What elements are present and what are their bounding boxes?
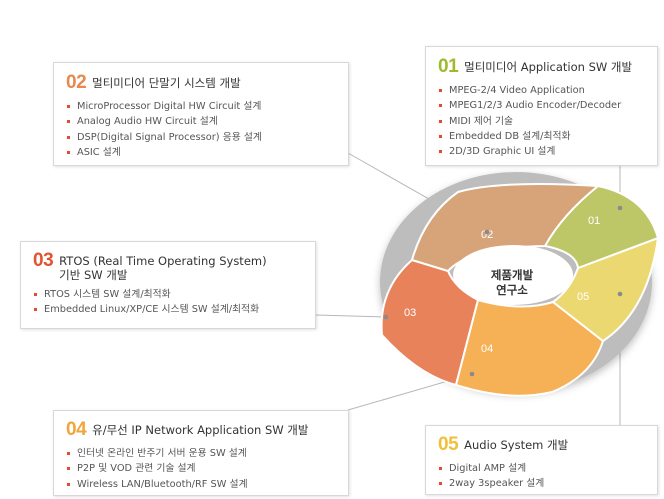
connector-03 [315, 314, 387, 318]
bullet-icon [439, 150, 442, 154]
box-number-03: 03 [33, 250, 54, 271]
bullet-icon [67, 105, 70, 108]
box-list-02: MicroProcessor Digital HW Circuit 설계 Ana… [66, 99, 338, 160]
bullet-icon [34, 293, 37, 296]
segment-label-03: 03 [404, 307, 416, 319]
box-list-05: Digital AMP 설계 2way 3speaker 설계 [438, 461, 649, 492]
connector-dots [383, 205, 623, 377]
box-title-02: 멀티미디어 단말기 시스템 개발 [92, 76, 241, 90]
bullet-icon [439, 119, 442, 123]
center-label-line1: 제품개발 [491, 268, 534, 282]
list-item: P2P 및 VOD 관련 기술 설계 [66, 461, 340, 476]
list-item: MPEG-2/4 Video Application [438, 83, 651, 98]
box-01: 01 멀티미디어 Application SW 개발 MPEG-2/4 Vide… [425, 46, 658, 166]
bullet-icon [67, 467, 70, 471]
list-item: Embedded DB 설계/최적화 [438, 129, 651, 144]
list-item: Digital AMP 설계 [438, 461, 649, 476]
box-number-05: 05 [438, 434, 459, 455]
list-item: MIDI 제어 기술 [438, 114, 651, 129]
bullet-icon [67, 452, 70, 455]
disc-center [453, 245, 573, 305]
list-item: 인터넷 온라인 반주기 서버 운용 SW 설계 [66, 446, 340, 461]
box-title-05: Audio System 개발 [464, 438, 569, 452]
list-item: Analog Audio HW Circuit 설계 [66, 114, 338, 129]
center-label-line2: 연구소 [496, 283, 528, 297]
box-03: 03 RTOS (Real Time Operating System) 기반 … [20, 241, 316, 329]
box-number-01: 01 [438, 56, 459, 77]
box-title-01: 멀티미디어 Application SW 개발 [464, 60, 633, 74]
box-title-04: 유/무선 IP Network Application SW 개발 [92, 423, 309, 437]
disc-segments [380, 183, 660, 397]
bullet-icon [439, 89, 442, 92]
box-05: 05 Audio System 개발 Digital AMP 설계 2way 3… [425, 425, 658, 495]
bullet-icon [67, 482, 70, 486]
bullet-icon [67, 150, 70, 154]
bullet-icon [67, 120, 70, 124]
box-list-03: RTOS 시스템 SW 설계/최적화 Embedded Linux/XP/CE … [33, 287, 307, 318]
segment-label-02: 02 [481, 229, 493, 241]
list-item: 2way 3speaker 설계 [438, 476, 649, 491]
segment-04 [454, 298, 605, 397]
box-04: 04 유/무선 IP Network Application SW 개발 인터넷… [53, 410, 349, 496]
bullet-icon [439, 134, 442, 138]
bullet-icon [67, 135, 70, 139]
list-item: Wireless LAN/Bluetooth/RF SW 설계 [66, 477, 340, 492]
list-item: ASIC 설계 [66, 145, 338, 160]
box-number-04: 04 [66, 419, 87, 440]
segment-label-04: 04 [481, 343, 493, 355]
segment-label-01: 01 [588, 215, 600, 227]
box-02: 02 멀티미디어 단말기 시스템 개발 MicroProcessor Digit… [53, 62, 349, 166]
bullet-icon [439, 482, 442, 486]
bullet-icon [34, 308, 37, 312]
bullet-icon [439, 104, 442, 108]
list-item: Embedded Linux/XP/CE 시스템 SW 설계/최적화 [33, 302, 307, 317]
box-list-01: MPEG-2/4 Video Application MPEG1/2/3 Aud… [438, 83, 651, 159]
box-list-04: 인터넷 온라인 반주기 서버 운용 SW 설계 P2P 및 VOD 관련 기술 … [66, 446, 340, 492]
list-item: MicroProcessor Digital HW Circuit 설계 [66, 99, 338, 114]
list-item: RTOS 시스템 SW 설계/최적화 [33, 287, 307, 302]
box-number-02: 02 [66, 72, 87, 93]
box-title-03: RTOS (Real Time Operating System) 기반 SW … [59, 254, 267, 282]
list-item: MPEG1/2/3 Audio Encoder/Decoder [438, 98, 651, 113]
list-item: 2D/3D Graphic UI 설계 [438, 144, 651, 159]
segment-label-05: 05 [577, 291, 589, 303]
bullet-icon [439, 467, 442, 470]
list-item: DSP(Digital Signal Processor) 응용 설계 [66, 130, 338, 145]
segment-05 [551, 236, 660, 343]
